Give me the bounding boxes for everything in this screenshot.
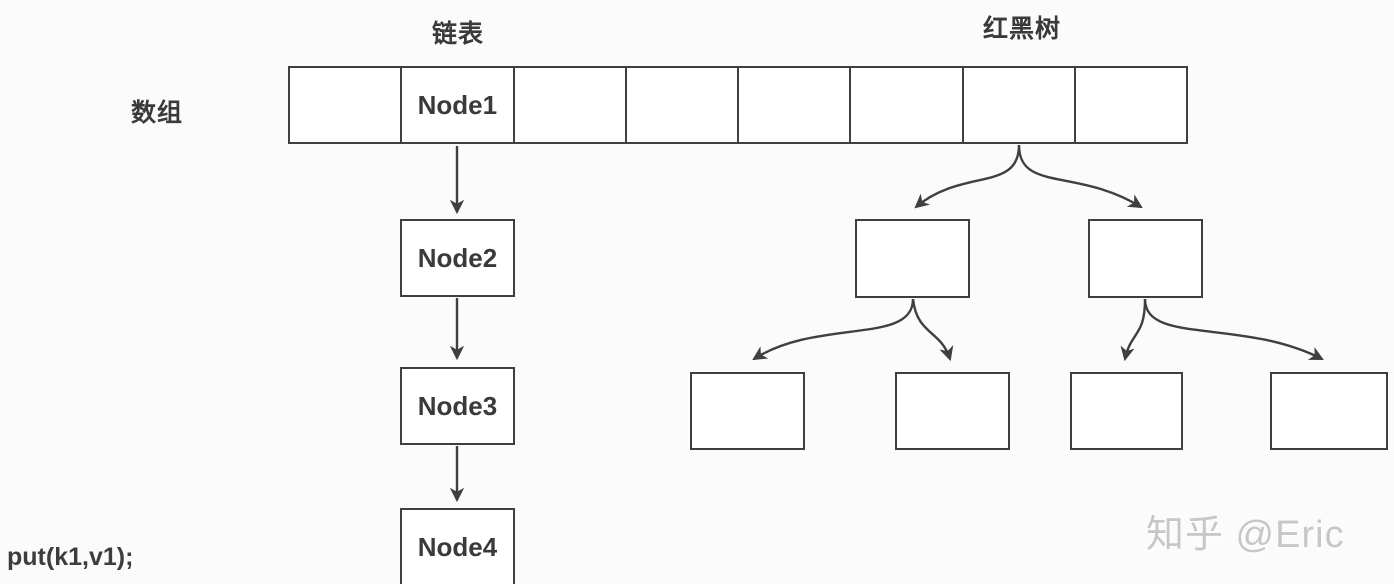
tree-leaf-1 bbox=[690, 372, 805, 450]
arrow-bucket-to-tree-left bbox=[914, 144, 1021, 209]
bucket-cell-7 bbox=[1076, 68, 1186, 142]
arrow-bucket-to-tree-right bbox=[1017, 144, 1143, 209]
arrow-treeright-to-leaf3 bbox=[1120, 298, 1147, 362]
arrow-treeleft-to-leaf2 bbox=[911, 298, 954, 362]
linked-list-node4: Node4 bbox=[400, 508, 515, 584]
code-line-1: put(k1,v1); bbox=[7, 543, 134, 571]
tree-leaf-4 bbox=[1270, 372, 1388, 450]
bucket-cell-6-tree-root bbox=[964, 68, 1076, 142]
bucket-array: Node1 bbox=[288, 66, 1188, 144]
tree-node-right bbox=[1088, 219, 1203, 298]
red-black-tree-label: 红黑树 bbox=[983, 15, 1062, 43]
tree-node-left bbox=[855, 219, 970, 298]
linked-list-node3: Node3 bbox=[400, 367, 515, 445]
array-label: 数组 bbox=[131, 99, 184, 127]
arrow-treeright-to-leaf4 bbox=[1143, 298, 1324, 361]
bucket-cell-4 bbox=[739, 68, 852, 142]
bucket-cell-2 bbox=[515, 68, 627, 142]
tree-leaf-3 bbox=[1070, 372, 1183, 450]
linked-list-label: 链表 bbox=[432, 20, 485, 48]
linked-list-node2: Node2 bbox=[400, 219, 515, 297]
bucket-cell-1-node1: Node1 bbox=[402, 68, 515, 142]
arrow-treeleft-to-leaf1 bbox=[752, 298, 915, 361]
bucket-cell-5 bbox=[851, 68, 964, 142]
put-code-block: put(k1,v1); put(k2,v2); put(k3,v3); put(… bbox=[7, 470, 133, 584]
bucket-cell-3 bbox=[627, 68, 739, 142]
zhihu-watermark: 知乎 @Eric bbox=[1146, 514, 1345, 556]
tree-leaf-2 bbox=[895, 372, 1010, 450]
bucket-cell-0 bbox=[290, 68, 403, 142]
